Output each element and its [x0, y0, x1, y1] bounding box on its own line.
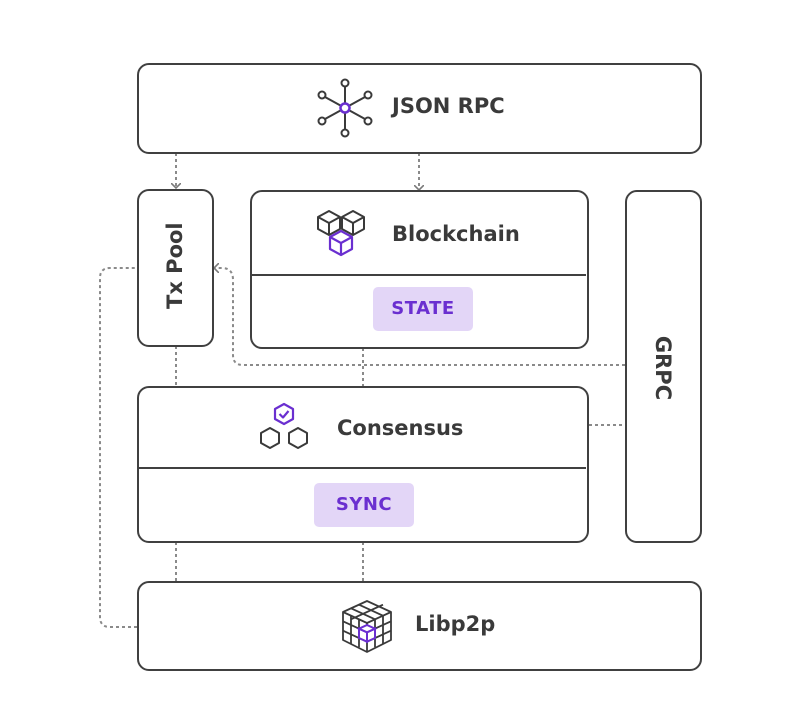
tx-pool-box: Tx Pool [137, 189, 214, 347]
blockchain-divider [252, 274, 586, 276]
state-badge: STATE [373, 287, 473, 331]
json-rpc-box: JSON RPC [137, 63, 702, 154]
libp2p-label: Libp2p [415, 612, 496, 636]
blockchain-box: Blockchain STATE [250, 190, 589, 349]
tx-pool-label: Tx Pool [163, 222, 187, 309]
consensus-box: Consensus SYNC [137, 386, 589, 543]
connector-libp2p-txpool [99, 267, 137, 628]
grid-cube-icon [342, 600, 392, 653]
blockchain-label: Blockchain [392, 222, 520, 246]
consensus-label: Consensus [337, 416, 464, 440]
consensus-divider [139, 467, 586, 469]
json-rpc-label: JSON RPC [392, 94, 505, 118]
sync-badge: SYNC [314, 483, 414, 527]
cubes-icon [317, 210, 365, 257]
libp2p-box: Libp2p [137, 581, 702, 671]
grpc-label: GRPC [651, 335, 675, 401]
network-hub-icon [317, 78, 373, 138]
grpc-box: GRPC [625, 190, 702, 543]
hexagons-check-icon [260, 402, 308, 449]
connector-grpc-txpool [214, 268, 625, 366]
